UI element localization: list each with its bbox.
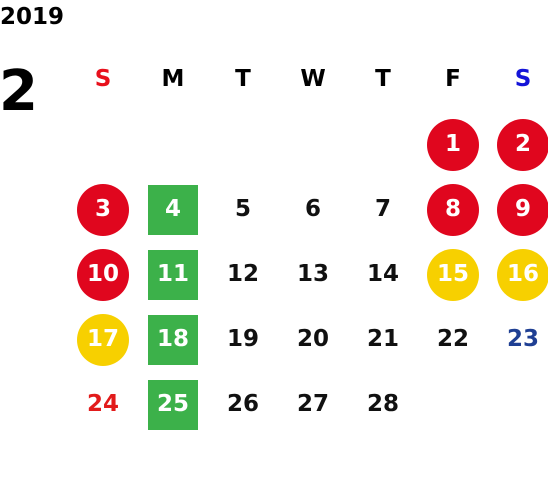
day-cell-empty — [68, 112, 138, 177]
weekday-tuesday: T — [235, 66, 251, 92]
day-cell-empty — [208, 112, 278, 177]
day-cell: 22 — [436, 326, 469, 352]
day-marker-red-circle: 8 — [427, 183, 479, 236]
day-marker-red-circle: 1 — [427, 118, 479, 171]
day-marker-yellow-circle: 17 — [77, 313, 129, 366]
day-cell: 14 — [366, 261, 399, 287]
weekday-monday: M — [161, 66, 185, 92]
day-cell: 20 — [296, 326, 329, 352]
weekday-friday: F — [445, 66, 461, 92]
day-cell: 4 — [138, 177, 208, 242]
day-cell-empty — [488, 372, 548, 437]
day-cell: 15 — [418, 242, 488, 307]
day-cell: 21 — [366, 326, 399, 352]
day-marker-green-square: 11 — [148, 249, 198, 300]
day-marker-red-circle: 2 — [497, 118, 548, 171]
month-number: 2 — [0, 59, 38, 124]
day-marker-green-square: 18 — [148, 314, 198, 365]
day-cell: 26 — [226, 391, 259, 417]
day-cell: 3 — [68, 177, 138, 242]
day-cell: 19 — [226, 326, 259, 352]
day-marker-green-square: 25 — [148, 379, 198, 430]
day-cell-empty — [278, 112, 348, 177]
day-cell: 6 — [304, 196, 321, 222]
day-marker-red-circle: 9 — [497, 183, 548, 236]
day-cell: 2 — [488, 112, 548, 177]
day-cell-sunday: 24 — [86, 391, 119, 417]
day-cell-empty — [348, 112, 418, 177]
day-cell: 1 — [418, 112, 488, 177]
weekday-wednesday: W — [300, 66, 326, 92]
day-cell: 11 — [138, 242, 208, 307]
day-cell: 28 — [366, 391, 399, 417]
day-cell: 7 — [374, 196, 391, 222]
day-cell: 27 — [296, 391, 329, 417]
day-marker-yellow-circle: 15 — [427, 248, 479, 301]
day-cell: 10 — [68, 242, 138, 307]
day-cell: 13 — [296, 261, 329, 287]
day-cell: 12 — [226, 261, 259, 287]
weekday-sunday: S — [94, 66, 112, 92]
day-cell: 8 — [418, 177, 488, 242]
year-label: 2019 — [0, 4, 65, 30]
day-cell: 17 — [68, 307, 138, 372]
day-cell-saturday: 23 — [506, 326, 539, 352]
day-cell-empty — [138, 112, 208, 177]
weekday-thursday: T — [375, 66, 391, 92]
day-marker-red-circle: 10 — [77, 248, 129, 301]
day-cell: 5 — [234, 196, 251, 222]
day-marker-red-circle: 3 — [77, 183, 129, 236]
day-cell-empty — [418, 372, 488, 437]
weekday-saturday: S — [514, 66, 532, 92]
day-cell: 25 — [138, 372, 208, 437]
day-marker-green-square: 4 — [148, 184, 198, 235]
day-cell: 16 — [488, 242, 548, 307]
day-cell: 9 — [488, 177, 548, 242]
day-cell: 18 — [138, 307, 208, 372]
calendar-grid: S M T W T F S 1 2 3 4 5 6 7 8 9 10 11 12… — [68, 47, 548, 437]
day-marker-yellow-circle: 16 — [497, 248, 548, 301]
